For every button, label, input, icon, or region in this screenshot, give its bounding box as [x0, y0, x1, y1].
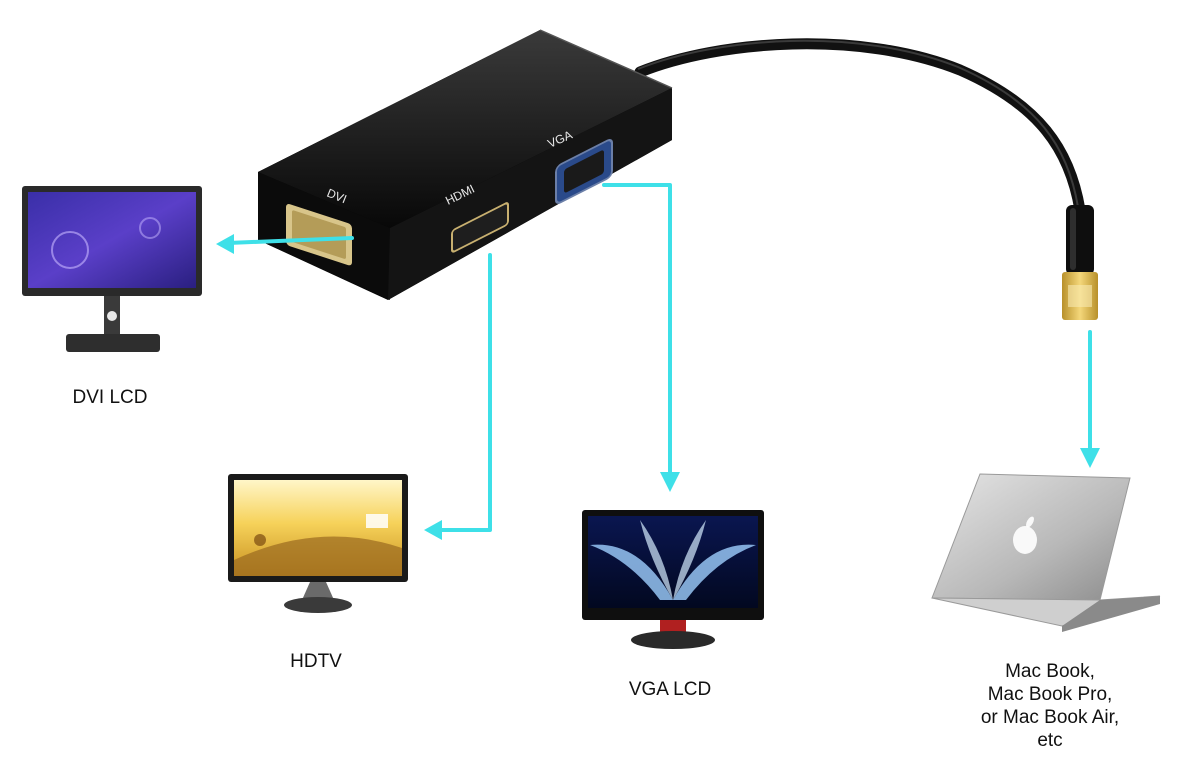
- hdmi-port: [451, 202, 509, 253]
- mac-caption: Mac Book, Mac Book Pro, or Mac Book Air,…: [950, 660, 1150, 752]
- hdtv-monitor: [228, 474, 408, 613]
- apple-icon: [1013, 516, 1037, 554]
- vga-lcd-caption: VGA LCD: [628, 679, 712, 700]
- mini-displayport-plug: [1062, 205, 1098, 320]
- adapter-cable: [634, 38, 1086, 216]
- dvi-port: [286, 204, 352, 266]
- mac-caption-line1: Mac Book,: [1005, 661, 1095, 682]
- vga-arrow: [602, 183, 672, 477]
- dvi-lcd-monitor: [22, 186, 202, 352]
- vga-port: [555, 138, 613, 204]
- vga-lcd-monitor: [582, 510, 764, 649]
- hdmi-arrow: [434, 253, 492, 532]
- mac-caption-line2: Mac Book Pro,: [987, 684, 1113, 705]
- macbook-laptop: [931, 473, 1161, 632]
- mac-caption-line4: etc: [1037, 730, 1063, 751]
- dvi-lcd-caption: DVI LCD: [72, 387, 148, 408]
- dvi-port-label: DVI: [325, 186, 349, 206]
- hdtv-caption: HDTV: [290, 651, 342, 672]
- mac-caption-line3: or Mac Book Air,: [980, 707, 1120, 728]
- dvi-arrow: [226, 236, 354, 245]
